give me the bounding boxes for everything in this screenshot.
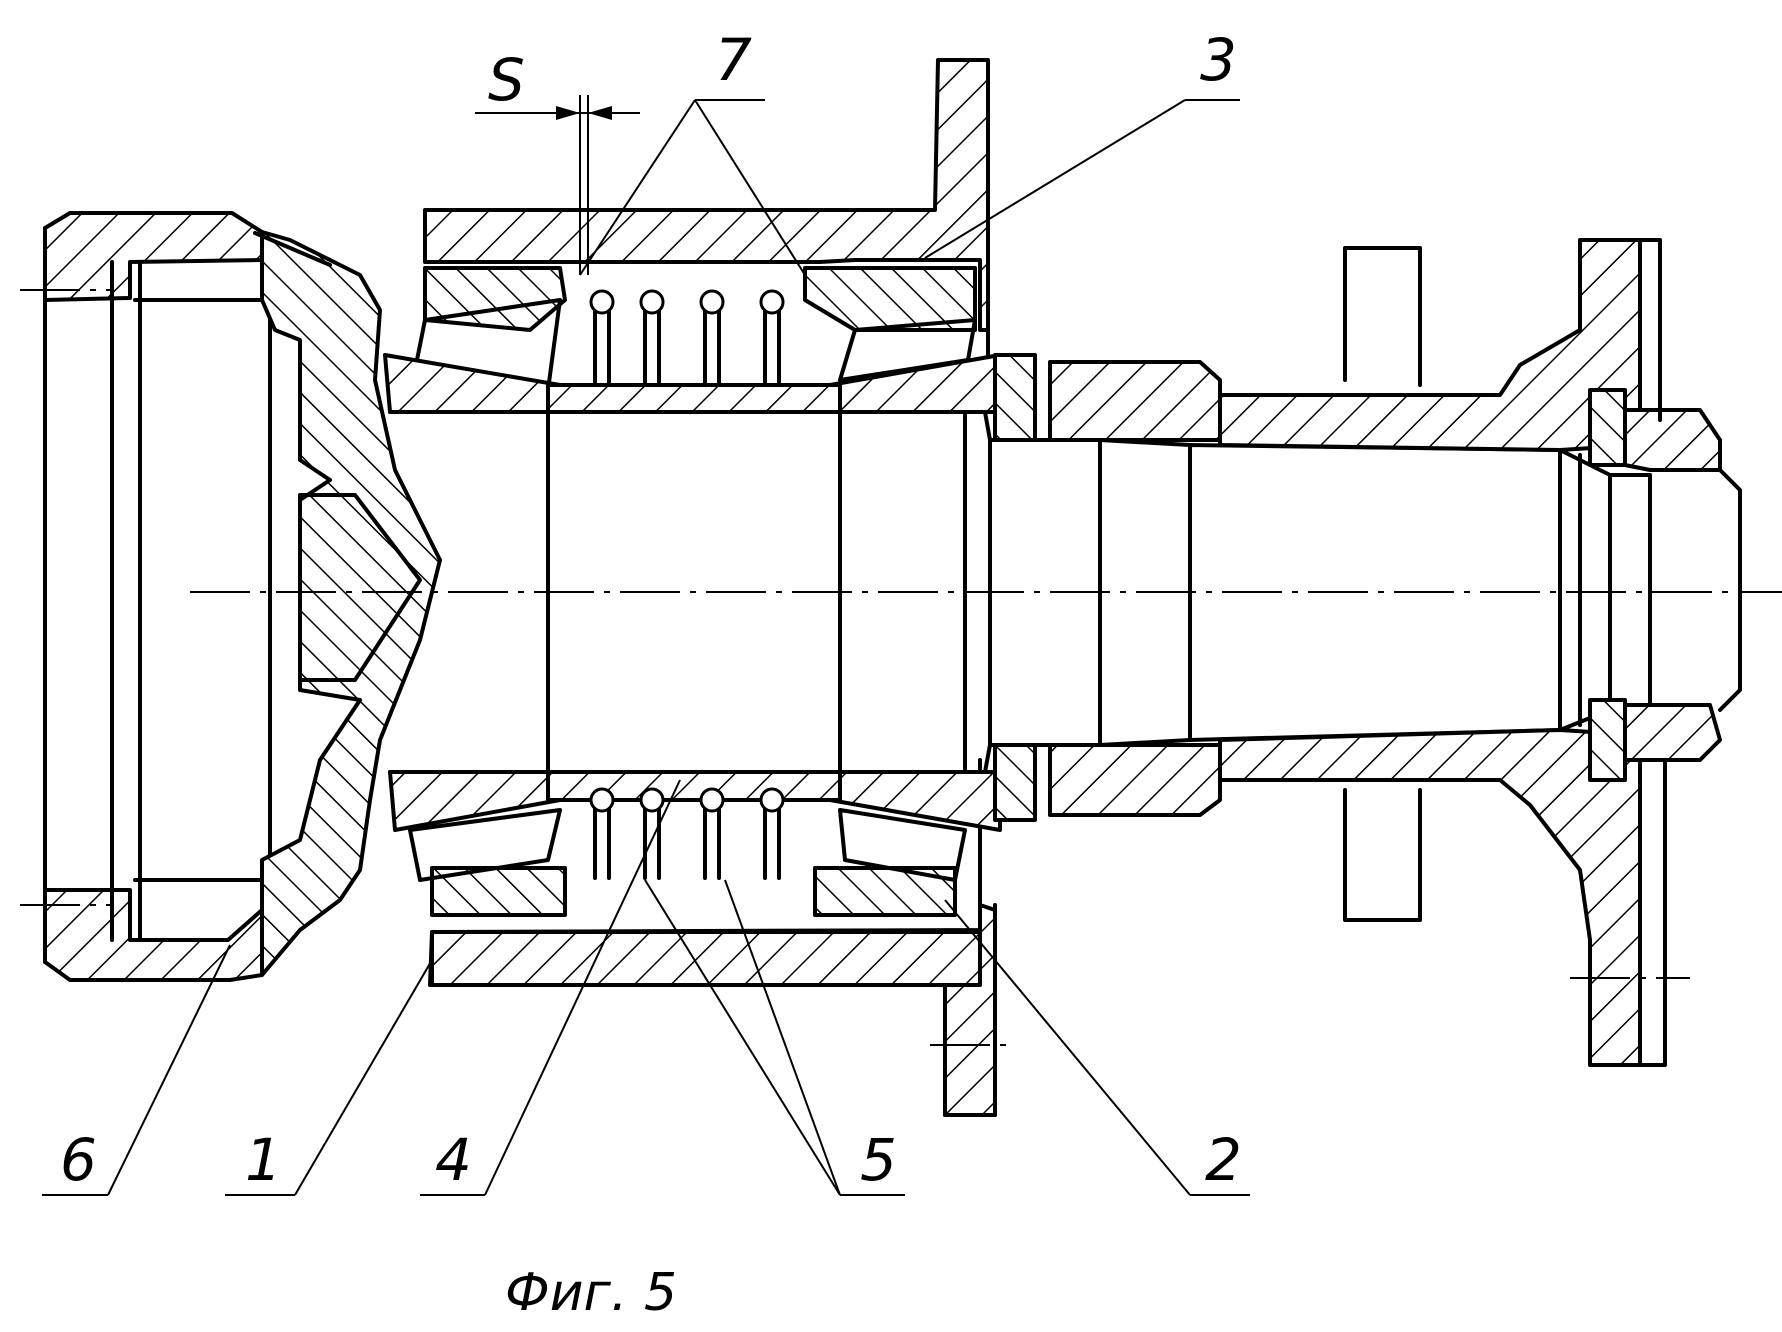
nut: [995, 355, 1220, 820]
label-3: 3: [1200, 26, 1237, 94]
yoke: [1220, 240, 1740, 1065]
label-1: 1: [245, 1126, 282, 1194]
label-5: 5: [860, 1126, 897, 1194]
bearing-housing: [425, 60, 995, 1115]
figure-caption: Фиг. 5: [505, 1263, 677, 1323]
label-6: 6: [60, 1126, 97, 1194]
label-4: 4: [435, 1126, 472, 1194]
label-s: S: [488, 46, 525, 114]
label-7: 7: [715, 26, 752, 94]
cup-housing: [45, 213, 440, 980]
label-2: 2: [1205, 1126, 1242, 1194]
leaders: 7 3 6 1 4 5 2: [42, 26, 1250, 1195]
